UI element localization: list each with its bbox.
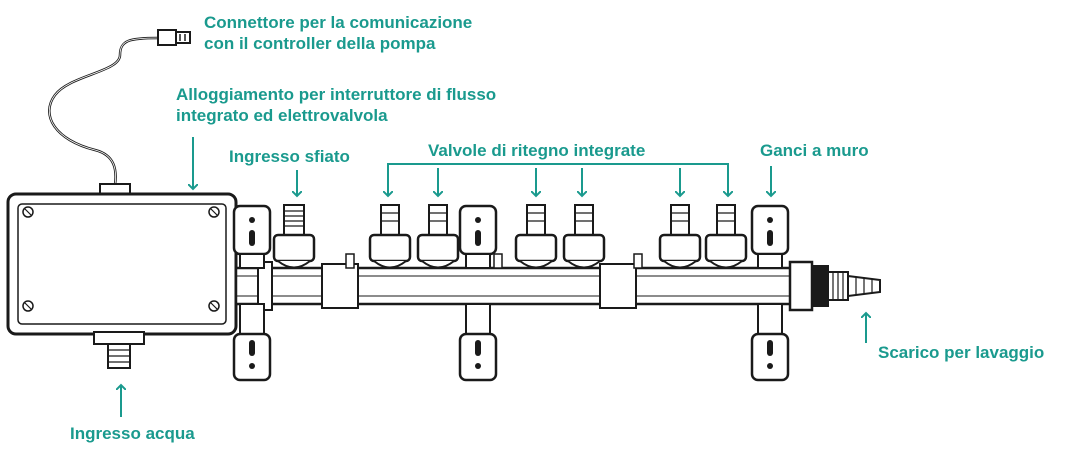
connector-label-line1: Connettore per la comunicazione xyxy=(204,13,473,32)
wall-hook-right xyxy=(750,204,790,382)
check-valve-6 xyxy=(704,204,748,269)
flush-drain-barb xyxy=(847,274,881,298)
connector-cable xyxy=(48,36,159,186)
check-valve-1 xyxy=(368,204,412,269)
vent-inlet-fitting xyxy=(272,204,316,269)
housing-label-line1: Alloggiamento per interruttore di flusso xyxy=(176,85,497,104)
water-inlet-barb xyxy=(107,343,131,369)
control-box xyxy=(6,183,238,345)
wall-hook-middle xyxy=(458,204,498,382)
vent-inlet-label: Ingresso sfiato xyxy=(229,147,350,166)
connector-plug xyxy=(157,29,191,46)
flush-drain-label: Scarico per lavaggio xyxy=(878,343,1045,362)
check-valve-3 xyxy=(514,204,558,269)
wall-hook-left xyxy=(232,204,272,382)
valve-bracket xyxy=(387,163,729,168)
pipe-pin xyxy=(345,253,643,269)
main-pipe xyxy=(234,260,849,312)
housing-label: Alloggiamento per interruttore di flusso… xyxy=(176,84,496,126)
connector-label: Connettore per la comunicazione con il c… xyxy=(204,12,472,54)
check-valves-label: Valvole di ritegno integrate xyxy=(428,141,646,160)
wall-hooks-label: Ganci a muro xyxy=(760,141,869,160)
check-valve-4 xyxy=(562,204,606,269)
connector-label-line2: con il controller della pompa xyxy=(204,34,436,53)
water-inlet-label: Ingresso acqua xyxy=(70,424,195,443)
housing-label-line2: integrato ed elettrovalvola xyxy=(176,106,388,125)
callout-arrows xyxy=(121,137,866,417)
check-valve-2 xyxy=(416,204,460,269)
check-valve-5 xyxy=(658,204,702,269)
